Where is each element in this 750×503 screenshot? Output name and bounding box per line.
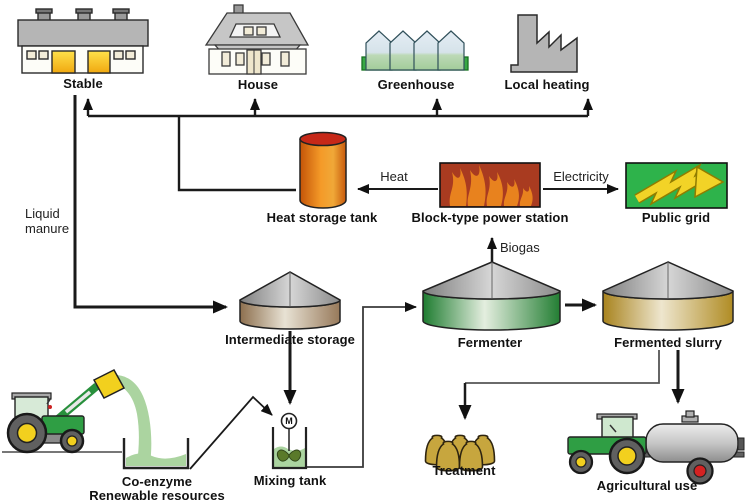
coenzyme-container-icon [122,438,190,470]
local-heating-label: Local heating [504,77,590,92]
motor-letter: M [285,416,293,426]
co-enzyme-label-line2: Renewable resources [89,488,225,503]
stirrer-icon [276,449,302,462]
intermediate-storage-tank-icon [239,271,341,330]
heat-storage-tank-icon [299,131,347,209]
stable-label: Stable [63,76,103,91]
intermediate-storage-label: Intermediate storage [225,332,355,347]
heat-distribution-line [83,98,593,192]
tractor-loader-icon [6,369,126,454]
heat-storage-tank-label: Heat storage tank [266,210,378,225]
biogas-flow-label: Biogas [500,240,540,255]
public-grid-label: Public grid [641,210,711,225]
house-label: House [237,77,279,92]
mixing-to-fermenter-line [306,302,417,468]
stable-icon [17,8,149,74]
house-icon [204,4,310,75]
slurry-tanker-icon [645,410,745,485]
agricultural-use-label: Agricultural use [596,478,698,493]
mixing-tank-icon [271,412,308,470]
slurry-to-treatment-line [458,350,660,420]
fermented-slurry-tank-icon [602,261,734,331]
liquid-manure-line [73,95,228,314]
power-station-label: Block-type power station [411,210,569,225]
fermented-slurry-label: Fermented slurry [614,335,722,350]
fermenter-tank-icon [422,261,561,331]
pour-stream [112,374,152,464]
conveyor-line [189,395,273,470]
greenhouse-label: Greenhouse [377,77,455,92]
flame-icon [449,165,533,206]
agricultural-tractor-icon [567,410,745,485]
heat-flow-label: Heat [380,169,408,184]
loader-bucket-icon [92,369,126,399]
mixing-tank-label: Mixing tank [253,473,327,488]
public-grid-icon [625,162,728,209]
electricity-flow-label: Electricity [553,169,609,184]
lightning-bolt-icon [634,163,725,206]
greenhouse-icon [361,30,469,71]
local-heating-icon [510,14,578,73]
liquid-manure-label-line2: manure [25,221,70,236]
motor-icon [280,412,298,430]
treatment-label: Treatment [432,463,496,478]
co-enzyme-label-line1: Co-enzyme [121,474,193,489]
liquid-manure-label-line1: Liquid [25,206,60,221]
power-station-icon [439,162,541,208]
fermenter-label: Fermenter [457,335,523,350]
